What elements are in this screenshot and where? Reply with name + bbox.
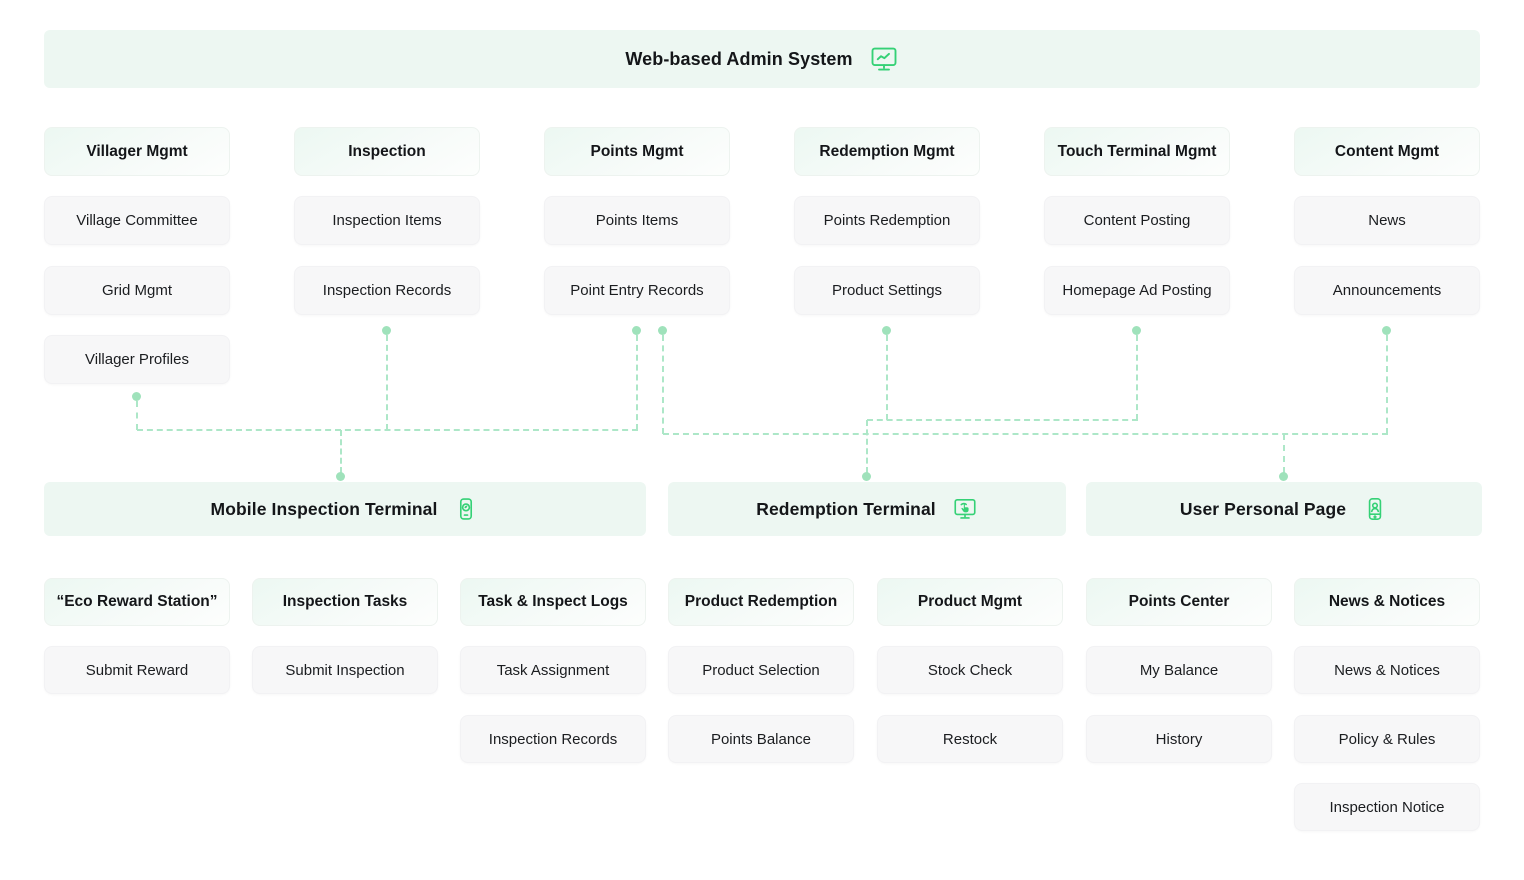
terminal-item: Restock [877, 715, 1063, 763]
terminal-item: News & Notices [1294, 646, 1480, 694]
connector-segment [1136, 335, 1138, 420]
connector-dot [1279, 472, 1288, 481]
connector-segment [1386, 335, 1388, 434]
terminal-item: Product Selection [668, 646, 854, 694]
connector-dot [658, 326, 667, 335]
terminal-item: My Balance [1086, 646, 1272, 694]
admin-item: Inspection Records [294, 266, 480, 315]
admin-item: Villager Profiles [44, 335, 230, 384]
user-personal-page-banner: User Personal Page [1086, 482, 1482, 536]
connector-segment [636, 335, 638, 430]
admin-item: Content Posting [1044, 196, 1230, 245]
connector-dot [1132, 326, 1141, 335]
terminal-column-header: Points Center [1086, 578, 1272, 626]
web-admin-system-banner: Web-based Admin System [44, 30, 1480, 88]
admin-item: Points Items [544, 196, 730, 245]
admin-column-header: Content Mgmt [1294, 127, 1480, 176]
admin-item: Village Committee [44, 196, 230, 245]
terminal-item: Inspection Notice [1294, 783, 1480, 831]
terminal-column-header: Task & Inspect Logs [460, 578, 646, 626]
phone-user-icon [1368, 498, 1382, 520]
admin-column-header: Touch Terminal Mgmt [1044, 127, 1230, 176]
connector-segment [886, 335, 888, 420]
terminal-column-header: Product Redemption [668, 578, 854, 626]
terminal-item: Submit Reward [44, 646, 230, 694]
admin-column-header: Inspection [294, 127, 480, 176]
connector-segment [386, 335, 388, 430]
terminal-column-header: Inspection Tasks [252, 578, 438, 626]
connector-segment [1283, 434, 1285, 473]
admin-column-header: Redemption Mgmt [794, 127, 980, 176]
mobile-inspection-terminal-title: Mobile Inspection Terminal [210, 498, 438, 519]
terminal-item: Points Balance [668, 715, 854, 763]
terminal-column-header: Product Mgmt [877, 578, 1063, 626]
admin-item: Grid Mgmt [44, 266, 230, 315]
terminal-item: Submit Inspection [252, 646, 438, 694]
admin-item: Points Redemption [794, 196, 980, 245]
web-admin-system-title: Web-based Admin System [625, 48, 853, 69]
admin-item: Inspection Items [294, 196, 480, 245]
connector-segment [662, 335, 664, 434]
connector-dot [632, 326, 641, 335]
admin-item: Product Settings [794, 266, 980, 315]
redemption-terminal-title: Redemption Terminal [756, 498, 936, 519]
connector-dot [1382, 326, 1391, 335]
connector-segment [866, 420, 868, 473]
connector-segment [136, 401, 138, 430]
terminal-item: Inspection Records [460, 715, 646, 763]
mobile-inspection-terminal-banner: Mobile Inspection Terminal [44, 482, 646, 536]
admin-item: Point Entry Records [544, 266, 730, 315]
admin-item: Announcements [1294, 266, 1480, 315]
connector-dot [882, 326, 891, 335]
touch-screen-icon [954, 498, 976, 519]
terminal-column-header: News & Notices [1294, 578, 1480, 626]
connector-dot [336, 472, 345, 481]
terminal-item: History [1086, 715, 1272, 763]
terminal-item: Task Assignment [460, 646, 646, 694]
admin-item: Homepage Ad Posting [1044, 266, 1230, 315]
terminal-item: Policy & Rules [1294, 715, 1480, 763]
admin-column-header: Villager Mgmt [44, 127, 230, 176]
admin-column-header: Points Mgmt [544, 127, 730, 176]
connector-dot [132, 392, 141, 401]
connector-dot [382, 326, 391, 335]
connector-dot [862, 472, 871, 481]
terminal-column-header: “Eco Reward Station” [44, 578, 230, 626]
connector-segment [137, 429, 638, 431]
terminal-item: Stock Check [877, 646, 1063, 694]
connector-segment [867, 419, 1138, 421]
connector-segment [340, 430, 342, 473]
phone-recycle-icon [460, 498, 473, 520]
connector-segment [663, 433, 1388, 435]
monitor-chart-icon [871, 47, 897, 71]
redemption-terminal-banner: Redemption Terminal [668, 482, 1066, 536]
admin-item: News [1294, 196, 1480, 245]
user-personal-page-title: User Personal Page [1179, 498, 1347, 519]
